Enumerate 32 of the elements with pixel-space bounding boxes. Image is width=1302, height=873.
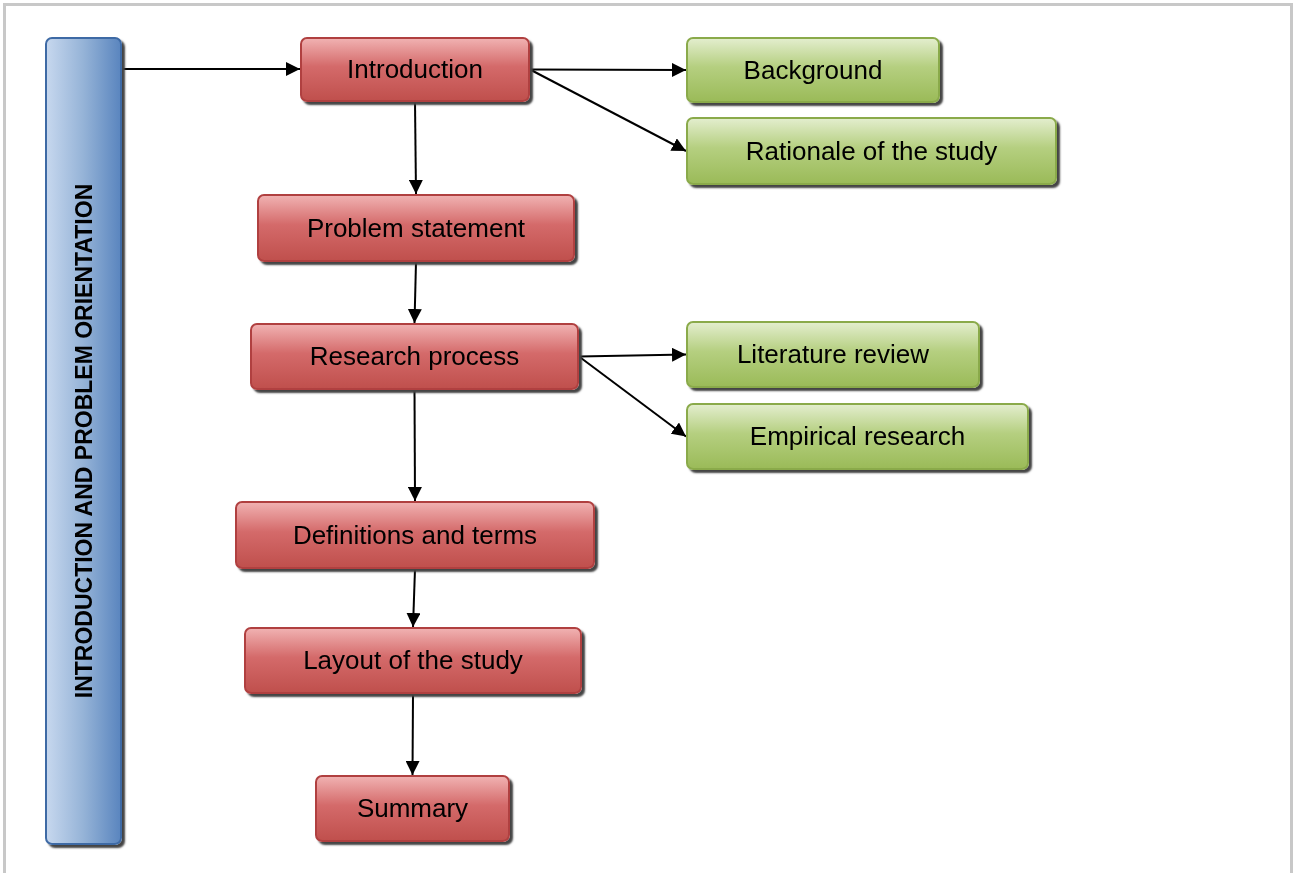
arrow [407,261,422,324]
arrow [405,693,420,776]
box-label: Background [743,54,883,86]
banner-title: INTRODUCTION AND PROBLEM ORIENTATION [70,183,97,699]
process-box [244,627,582,694]
process-box [300,37,530,102]
arrow [529,62,687,77]
box-label: Introduction [347,54,483,85]
process-box [235,501,595,569]
box-label: Research process [309,341,520,372]
arrow [407,389,422,502]
process-box [250,323,579,390]
process-box [686,403,1029,470]
box-label: Summary [356,793,469,824]
process-box [257,194,575,262]
box-label: Empirical research [749,421,966,452]
box-label: Literature review [736,339,930,370]
process-box [686,321,980,388]
arrow [406,568,421,628]
arrow [578,355,687,438]
process-box [315,775,510,842]
process-box [686,37,940,103]
arrow [121,62,301,76]
box-label: Definitions and terms [292,519,538,551]
section-banner [45,37,122,845]
arrow [408,101,423,195]
arrow [578,347,687,362]
process-box [686,117,1057,185]
arrow [529,68,687,152]
box-label: Layout of the study [303,645,523,676]
box-label: Problem statement [306,212,526,244]
box-label: Rationale of the study [745,135,998,167]
